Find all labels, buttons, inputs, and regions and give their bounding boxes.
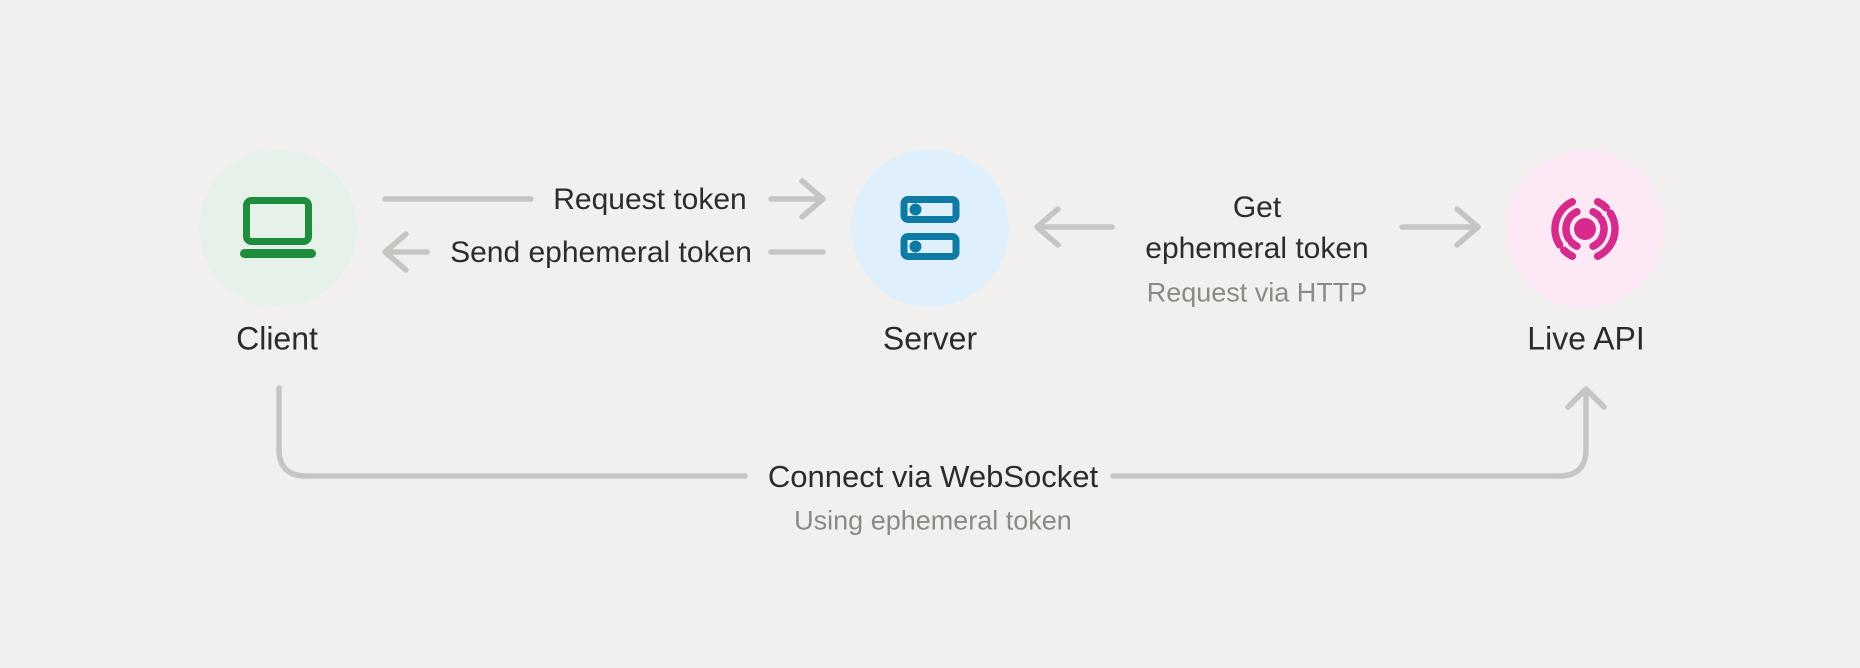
server-rack-icon (900, 196, 960, 260)
client-node-label: Client (236, 320, 318, 357)
laptop-icon (240, 197, 316, 258)
request-token-edge-label: Request token (553, 183, 747, 216)
send-token-arrowhead (382, 231, 409, 273)
client-node-circle (199, 149, 357, 307)
server-node-label: Server (882, 320, 978, 357)
live-api-node-circle (1506, 150, 1664, 308)
using-ephemeral-token-sublabel: Using ephemeral token (794, 505, 1072, 536)
get-ephemeral-token-label-line2: ephemeral token (1145, 232, 1369, 265)
request-via-http-sublabel: Request via HTTP (1146, 277, 1368, 308)
get-ephemeral-token-edge-label: Get ephemeral token (1145, 187, 1368, 269)
connect-websocket-edge-label: Connect via WebSocket (767, 459, 1099, 494)
get-token-right-arrowhead (1454, 206, 1481, 248)
get-token-left-arrowhead (1034, 206, 1061, 248)
server-node-circle (851, 149, 1009, 307)
websocket-arrowhead (1565, 386, 1607, 410)
request-token-arrowhead (799, 178, 826, 220)
send-ephemeral-token-edge-label: Send ephemeral token (450, 236, 752, 269)
live-broadcast-icon (1551, 198, 1619, 260)
live-api-node-label: Live API (1527, 320, 1645, 357)
websocket-line-left (276, 385, 748, 479)
get-ephemeral-token-label-line1: Get (1232, 191, 1282, 224)
websocket-line-right (1110, 389, 1589, 479)
